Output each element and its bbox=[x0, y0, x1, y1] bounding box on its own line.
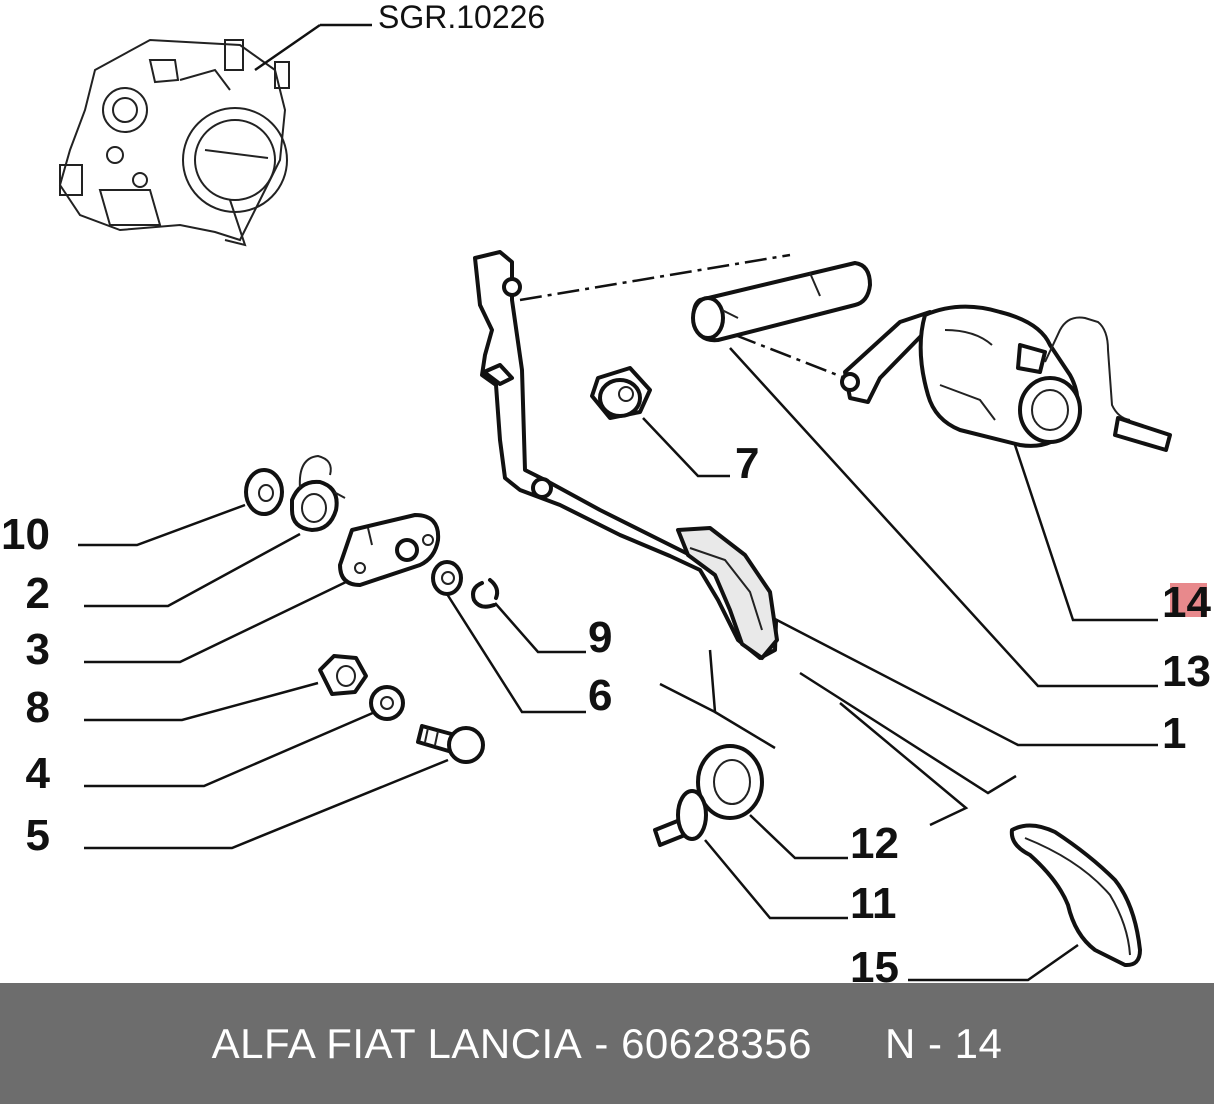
position-label-text: N - 14 bbox=[884, 1019, 1003, 1067]
pad-screw bbox=[653, 789, 708, 847]
label-9: 9 bbox=[588, 613, 612, 662]
label-14: 14 bbox=[1162, 578, 1211, 627]
assembly-guides bbox=[659, 649, 1017, 827]
label-11: 11 bbox=[850, 879, 897, 928]
label-6: 6 bbox=[588, 671, 612, 720]
pivot-bracket bbox=[338, 513, 441, 587]
label-3: 3 bbox=[26, 625, 50, 674]
separator-text: - bbox=[582, 1019, 622, 1067]
throttle-body-illustration bbox=[58, 38, 290, 247]
label-8: 8 bbox=[26, 683, 50, 732]
pedal-position-sensor bbox=[840, 304, 1172, 452]
washer bbox=[244, 468, 284, 516]
label-7: 7 bbox=[735, 439, 759, 488]
label-5: 5 bbox=[26, 811, 50, 860]
label-15: 15 bbox=[850, 943, 899, 983]
brand-text: ALFA FIAT LANCIA bbox=[211, 1019, 583, 1067]
bushing bbox=[590, 366, 652, 420]
label-4: 4 bbox=[26, 749, 51, 798]
reference-leader bbox=[254, 23, 321, 72]
part-number-text: 60628356 bbox=[621, 1019, 812, 1067]
label-13: 13 bbox=[1162, 647, 1211, 696]
washer-small bbox=[431, 560, 463, 596]
highlight-marker bbox=[1170, 583, 1207, 617]
leader-lines bbox=[78, 347, 1158, 982]
label-10: 10 bbox=[1, 510, 50, 559]
pedal-pad bbox=[1009, 823, 1142, 968]
label-12: 12 bbox=[850, 819, 899, 868]
gap bbox=[812, 1020, 885, 1068]
flat-washer bbox=[369, 685, 405, 721]
reference-label: SGR.10226 bbox=[378, 0, 545, 35]
return-spring bbox=[290, 454, 346, 532]
part-labels: 10 2 3 8 4 5 7 9 6 14 13 1 12 11 15 bbox=[1, 439, 1211, 983]
retaining-clip bbox=[471, 578, 500, 609]
label-2: 2 bbox=[26, 569, 50, 618]
assembly-line bbox=[734, 333, 846, 380]
bolt bbox=[416, 724, 485, 764]
hex-nut bbox=[318, 654, 368, 696]
parts-diagram: SGR.10226 bbox=[1, 0, 1211, 983]
pin bbox=[691, 261, 872, 343]
footer-caption: ALFA FIAT LANCIA - 60628356 N - 14 bbox=[0, 983, 1214, 1104]
footer-bar: ALFA FIAT LANCIA - 60628356 N - 14 bbox=[0, 983, 1214, 1104]
grommet bbox=[696, 744, 764, 820]
assembly-line bbox=[519, 253, 791, 302]
label-1: 1 bbox=[1162, 709, 1186, 758]
pedal-lever bbox=[473, 250, 779, 660]
